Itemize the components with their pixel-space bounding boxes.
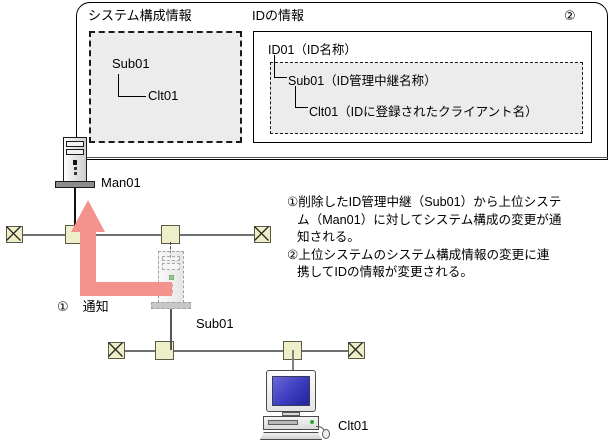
annotation-line: ム（Man01）に対してシステム構成の変更が通 (297, 212, 562, 227)
terminator-x-icon (348, 342, 364, 358)
sysconf-tree-child: Clt01 (148, 88, 179, 103)
clt01-computer-icon (258, 370, 330, 440)
id-tree-root-label: ID01（ID名称） (268, 43, 357, 57)
upper-network-bus (12, 234, 270, 236)
notification-arrow (71, 200, 172, 296)
clt01-network-lead (292, 350, 294, 372)
upper-bus-right-terminator (254, 226, 271, 243)
system-configuration-box (89, 31, 242, 143)
id-tree-client-label: Clt01（IDに登録されたクライアント名） (309, 105, 538, 119)
man01-label: Man01 (101, 175, 141, 190)
upper-bus-left-terminator (6, 226, 23, 243)
terminator-x-icon (108, 342, 124, 358)
network-node-lower-uplink (155, 341, 174, 360)
annotation-line: 知される。 (297, 230, 360, 245)
sub01-label: Sub01 (196, 316, 234, 331)
clt01-label: Clt01 (338, 418, 369, 433)
annotation-line: ②上位システムのシステム構成情報の変更に連 (287, 247, 550, 262)
lower-bus-right-terminator (348, 342, 365, 359)
lower-bus-left-terminator (108, 342, 125, 359)
id-tree-elbow-relay-to-client (295, 86, 308, 108)
tree-elbow-connector (118, 74, 146, 97)
step-2-marker: ② (564, 8, 576, 23)
terminator-x-icon (254, 226, 270, 242)
id-information-title: IDの情報 (252, 8, 305, 23)
id-information-inner-box (270, 62, 583, 134)
sub01-lower-lead (170, 309, 172, 350)
notify-text: 通知 (82, 299, 109, 314)
annotation-block: ①削除したID管理中継（Sub01）から上位システ ム（Man01）に対してシス… (287, 194, 605, 282)
man01-panel-connector-line (78, 157, 608, 159)
system-configuration-title: システム構成情報 (88, 8, 192, 23)
id-tree-relay-label: Sub01（ID管理中継名称） (288, 74, 437, 88)
notify-label: ① 通知 (57, 296, 109, 315)
notify-number: ① (57, 299, 69, 314)
annotation-line: 携してIDの情報が変更される。 (297, 265, 473, 280)
sysconf-tree-parent: Sub01 (112, 56, 150, 71)
man01-server-icon (55, 133, 99, 193)
man01-network-lead (74, 188, 76, 234)
sub01-upper-lead-dashed (170, 242, 171, 258)
terminator-x-icon (6, 226, 22, 242)
id-tree-elbow-root-to-relay (274, 55, 287, 78)
annotation-line: ①削除したID管理中継（Sub01）から上位システ (287, 195, 562, 209)
lower-network-bus (108, 350, 358, 352)
